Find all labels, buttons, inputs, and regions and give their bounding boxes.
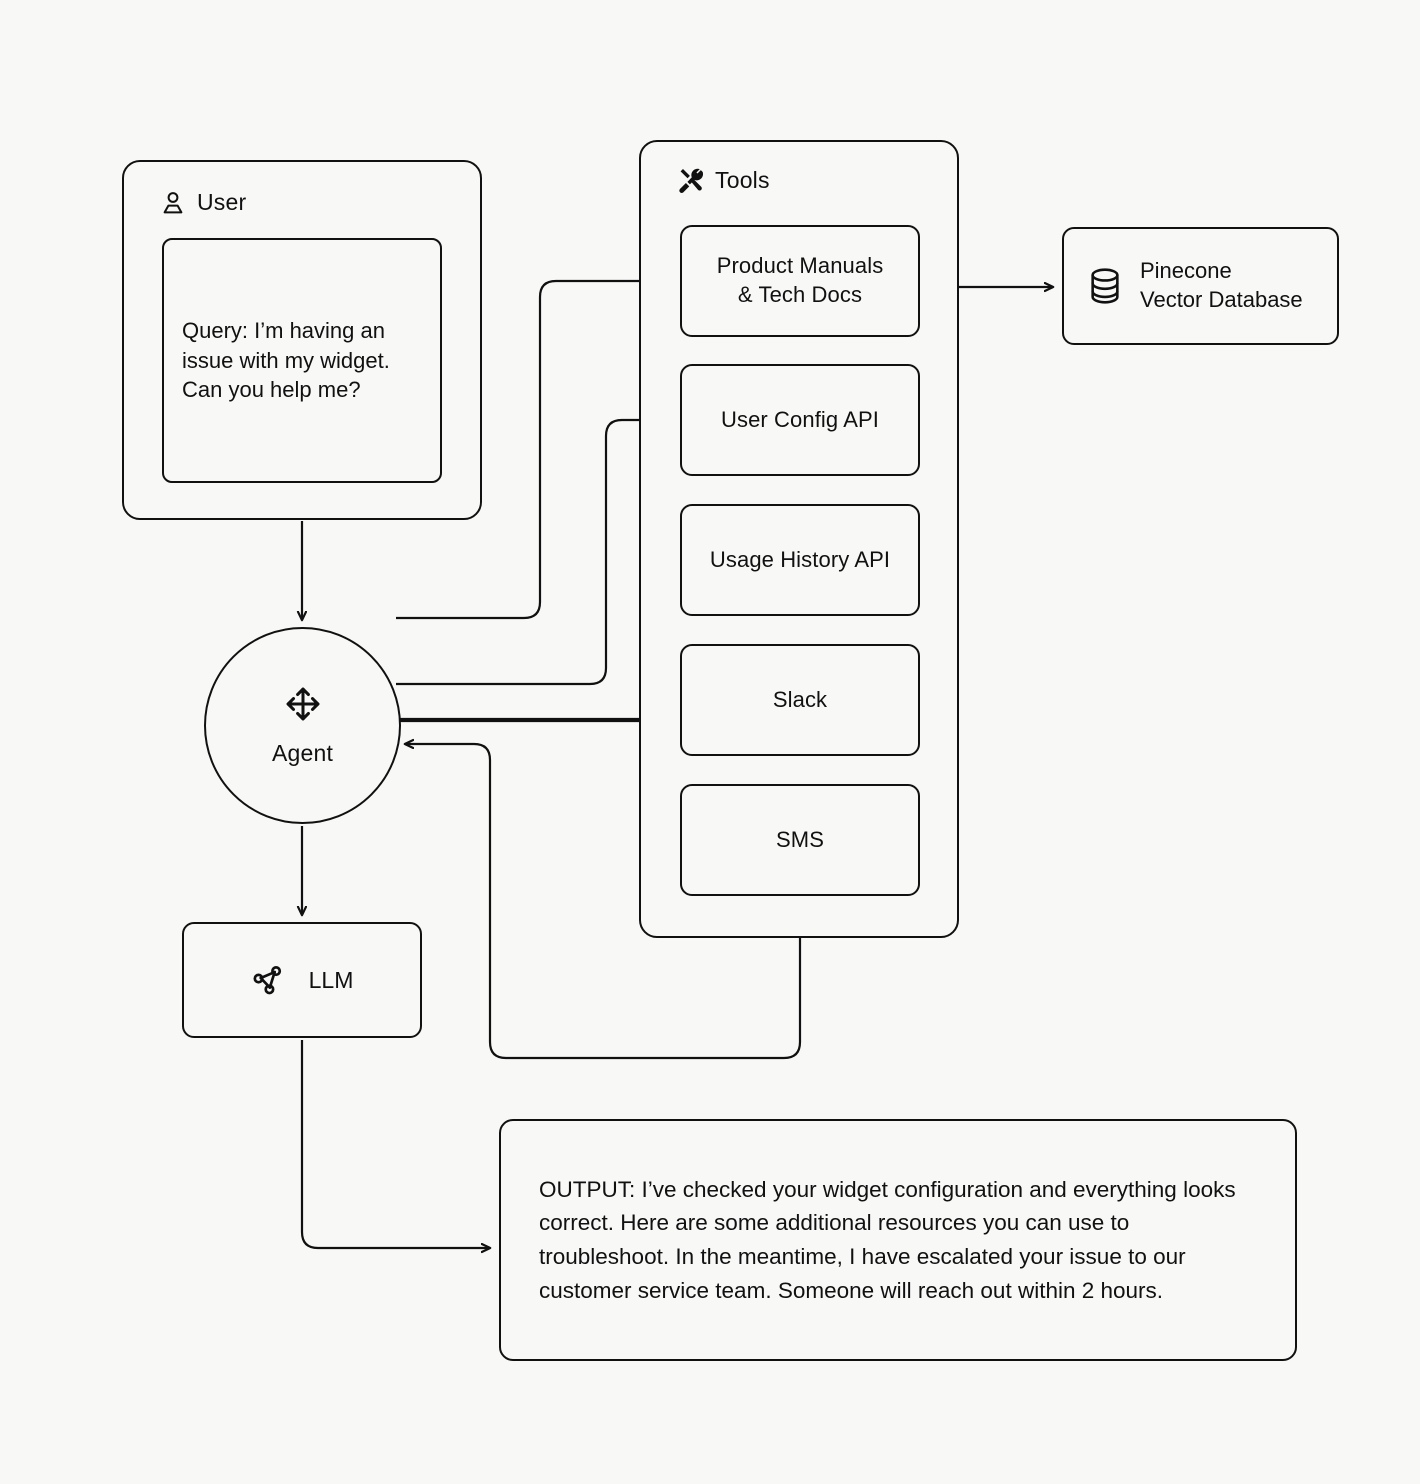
- llm-node[interactable]: LLM: [182, 922, 422, 1038]
- agent-node[interactable]: Agent: [204, 627, 401, 824]
- move-arrows-icon: [283, 684, 323, 724]
- pinecone-label: Pinecone Vector Database: [1140, 258, 1303, 312]
- network-graph-icon: [251, 962, 287, 998]
- tools-group-label-text: Tools: [715, 167, 770, 193]
- tool-label: Usage History API: [709, 546, 891, 572]
- output-message-box: OUTPUT: I’ve checked your widget configu…: [499, 1119, 1297, 1361]
- tools-group-label: Tools: [678, 167, 770, 194]
- tool-label: Product Manuals & Tech Docs: [716, 253, 884, 307]
- edge-llm-to-output: [300, 1040, 490, 1248]
- tool-card-slack[interactable]: Slack: [680, 644, 920, 756]
- tool-card-product-manuals[interactable]: Product Manuals & Tech Docs: [680, 225, 920, 337]
- user-group-label: User: [160, 189, 246, 216]
- tools-icon: [678, 168, 704, 194]
- llm-label: LLM: [308, 966, 354, 993]
- pinecone-vector-database-node[interactable]: Pinecone Vector Database: [1062, 227, 1339, 345]
- database-icon: [1088, 267, 1122, 305]
- tool-label: SMS: [776, 826, 824, 852]
- tool-label: User Config API: [720, 406, 879, 432]
- tool-card-sms[interactable]: SMS: [680, 784, 920, 896]
- tool-label: Slack: [772, 686, 828, 712]
- tool-card-user-config-api[interactable]: User Config API: [680, 364, 920, 476]
- user-query-text: Query: I’m having an issue with my widge…: [182, 317, 390, 403]
- user-query-card: Query: I’m having an issue with my widge…: [162, 238, 442, 483]
- tool-card-usage-history-api[interactable]: Usage History API: [680, 504, 920, 616]
- agent-label: Agent: [271, 740, 334, 766]
- output-text: OUTPUT: I’ve checked your widget configu…: [539, 1176, 1236, 1303]
- user-icon: [160, 190, 186, 216]
- user-group-label-text: User: [197, 189, 247, 215]
